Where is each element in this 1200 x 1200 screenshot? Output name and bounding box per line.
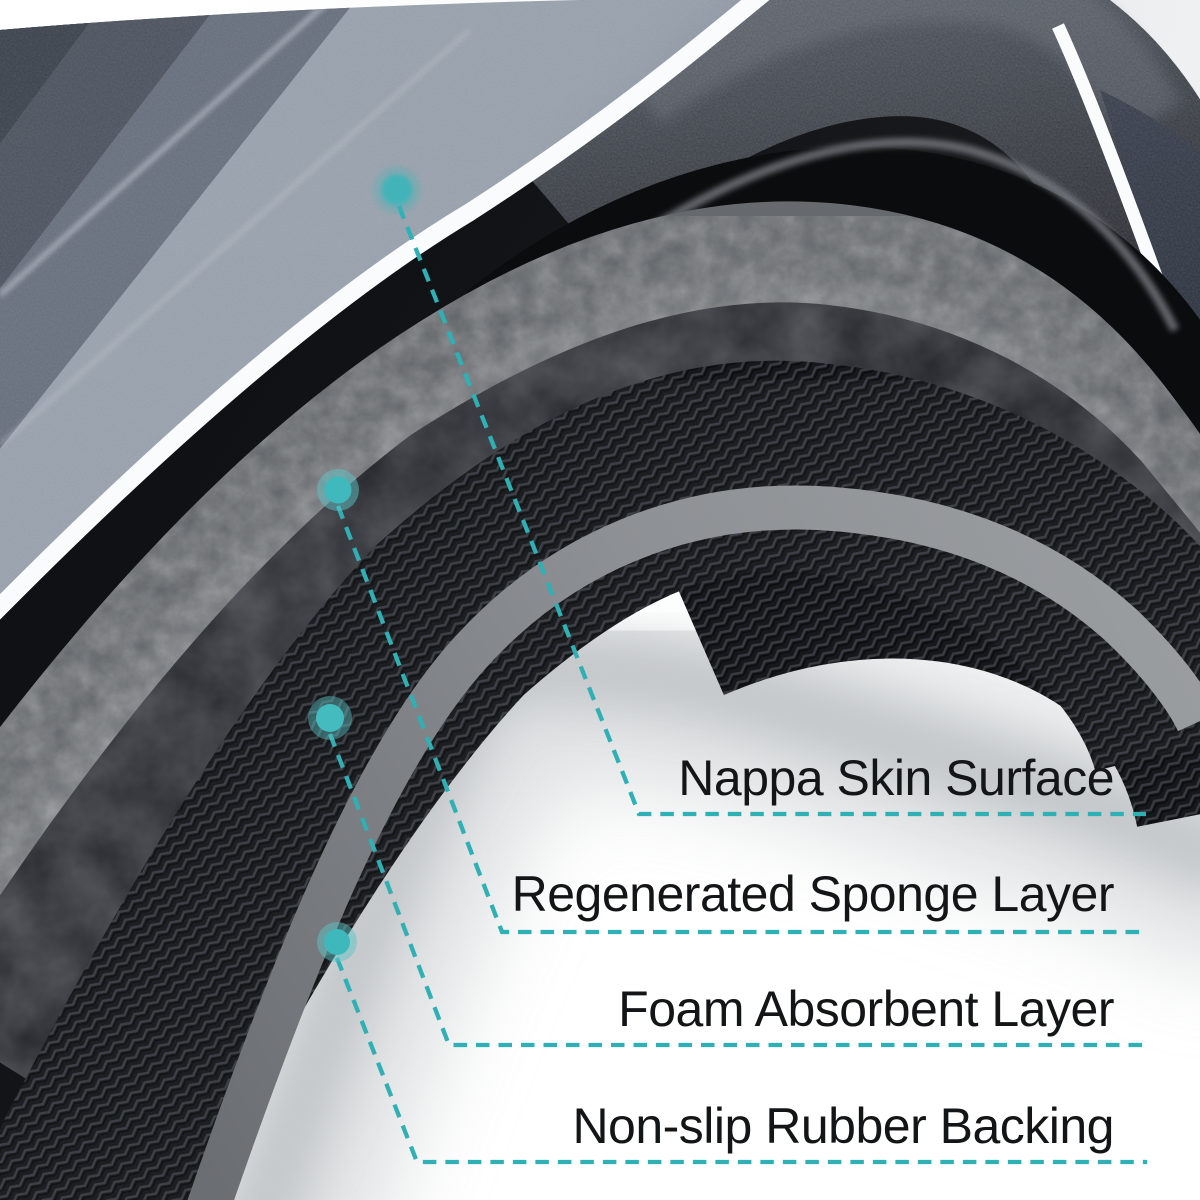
callout-label-non-slip-rubber-backing: Non-slip Rubber Backing	[572, 1098, 1114, 1154]
callout-line-rubber	[334, 957, 1147, 1165]
layer-dot-rubber	[324, 929, 350, 955]
floor-shadow	[183, 591, 1200, 1200]
mat-edge-binding-left	[0, 0, 770, 620]
arch-bottom-rim	[557, 137, 1180, 333]
layer-dots	[308, 166, 421, 962]
callout-line-sponge	[335, 505, 1147, 935]
mat-bottom-edge	[187, 485, 1200, 1200]
layer-dot-foam	[316, 704, 344, 732]
callout-label-regenerated-sponge-layer: Regenerated Sponge Layer	[511, 866, 1115, 922]
callout-line-foam	[327, 733, 1145, 1048]
layer-dot-nappa	[381, 174, 413, 206]
callout-line-nappa	[397, 205, 1146, 817]
callout-label-foam-absorbent-layer: Foam Absorbent Layer	[618, 981, 1114, 1037]
callout-label-nappa-skin-surface: Nappa Skin Surface	[678, 750, 1114, 806]
layer-dot-sponge	[324, 476, 352, 504]
